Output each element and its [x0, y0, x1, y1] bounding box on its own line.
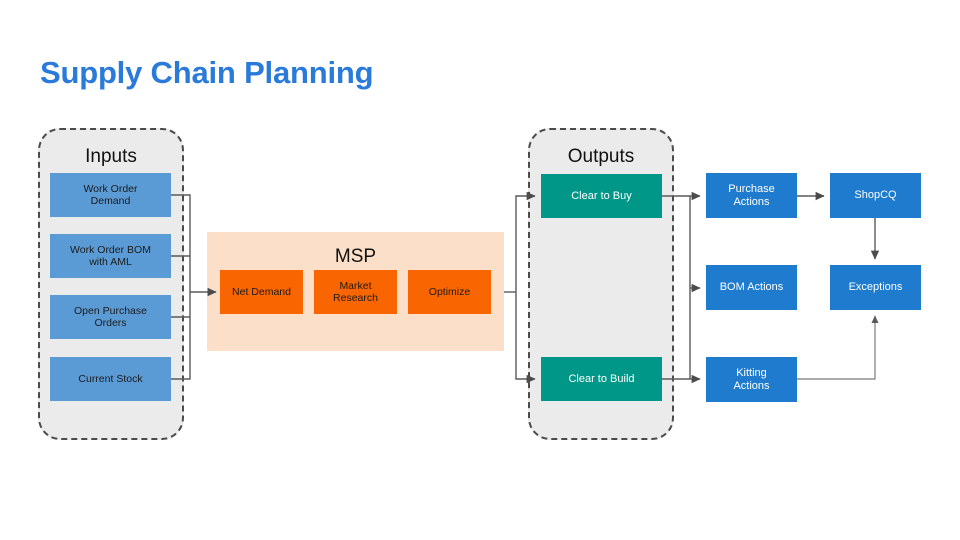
input-box-open-purchase-orders[interactable]: Open Purchase Orders: [50, 295, 171, 339]
system-box-exceptions[interactable]: Exceptions: [830, 265, 921, 310]
action-label-wrap: Kitting Actions: [725, 367, 777, 392]
output-label: Clear to Build: [568, 372, 635, 385]
process-line1: Optimize: [428, 285, 471, 298]
input-box-work-order-demand[interactable]: Work Order Demand: [50, 173, 171, 217]
process-box-net-demand[interactable]: Net Demand: [220, 270, 303, 314]
system-label: Exceptions: [848, 281, 903, 294]
input-line1: Work Order BOM: [70, 243, 151, 256]
input-line2: Orders: [94, 317, 127, 329]
inputs-group-title: Inputs: [85, 146, 137, 167]
process-label-wrap: Optimize: [421, 286, 478, 298]
page-title: Supply Chain Planning: [40, 55, 374, 90]
input-label-wrap: Current Stock: [70, 373, 150, 385]
input-line2: with AML: [89, 256, 132, 268]
action-label-wrap: BOM Actions: [712, 281, 792, 294]
action-box-purchase-actions[interactable]: Purchase Actions: [706, 173, 797, 218]
outputs-group-title: Outputs: [567, 146, 635, 167]
connector-msp-to-outputs: [504, 191, 536, 384]
action-line1: Kitting: [736, 366, 767, 379]
input-label-wrap: Open Purchase Orders: [66, 305, 155, 329]
input-line1: Current Stock: [78, 372, 143, 385]
input-line1: Work Order: [83, 182, 138, 195]
input-label-wrap: Work Order BOM with AML: [62, 244, 159, 268]
system-box-shopcq[interactable]: ShopCQ: [830, 173, 921, 218]
input-label-wrap: Work Order Demand: [75, 183, 145, 207]
connector-kitting-to-exceptions: [797, 315, 879, 380]
input-line1: Open Purchase: [74, 304, 147, 317]
action-label-wrap: Purchase Actions: [720, 183, 782, 208]
output-box-clear-to-build[interactable]: Clear to Build: [541, 357, 662, 401]
action-line1: BOM Actions: [719, 281, 784, 294]
process-line1: Net Demand: [232, 285, 291, 298]
output-label: Clear to Buy: [571, 189, 632, 202]
process-line2: Research: [333, 292, 378, 304]
action-line2: Actions: [733, 195, 770, 208]
process-label-wrap: Market Research: [325, 280, 386, 304]
input-box-work-order-bom-with-aml[interactable]: Work Order BOM with AML: [50, 234, 171, 278]
action-box-bom-actions[interactable]: BOM Actions: [706, 265, 797, 310]
process-box-market-research[interactable]: Market Research: [314, 270, 397, 314]
process-box-optimize[interactable]: Optimize: [408, 270, 491, 314]
process-label-wrap: Net Demand: [224, 286, 299, 298]
output-box-clear-to-buy[interactable]: Clear to Buy: [541, 174, 662, 218]
input-line2: Demand: [90, 195, 131, 207]
action-line1: Purchase: [728, 182, 775, 195]
input-box-current-stock[interactable]: Current Stock: [50, 357, 171, 401]
action-line2: Actions: [733, 379, 770, 392]
process-line1: Market: [339, 279, 372, 292]
connector-inputs-to-msp: [171, 194, 217, 380]
connector-outputs-to-actions: [662, 191, 701, 384]
action-box-kitting-actions[interactable]: Kitting Actions: [706, 357, 797, 402]
system-label: ShopCQ: [854, 189, 897, 202]
msp-title: MSP: [334, 246, 377, 267]
